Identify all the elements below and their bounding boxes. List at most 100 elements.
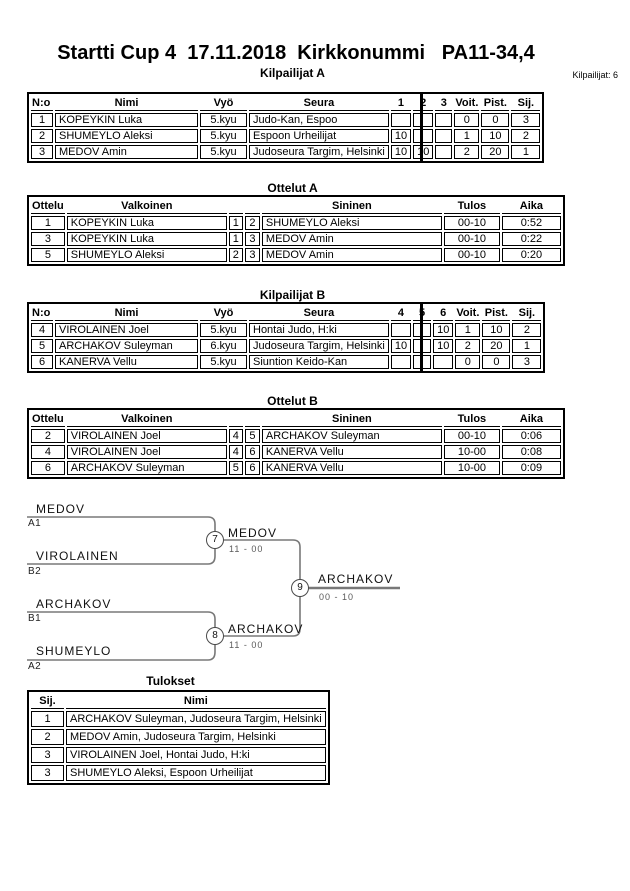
bracket-match-score: 00 - 10 [319,592,355,602]
cell-seura: Judoseura Targim, Helsinki [249,339,389,353]
table-row: 1 KOPEYKIN Luka 1 2 SHUMEYLO Aleksi 00-1… [31,216,561,230]
bracket-slot-name: ARCHAKOV [36,597,112,611]
page-title: Startti Cup 4 17.11.2018 Kirkkonummi PA1… [57,42,535,64]
cell-match-no: 4 [31,445,65,459]
cell-nimi: VIROLAINEN Joel [55,323,198,337]
col-header-4: 4 [390,306,412,321]
section-title-ottelut-b: Ottelut B [267,394,318,408]
cell-time: 0:20 [501,248,561,262]
cell-seura: Hontai Judo, H:ki [249,323,389,337]
cell-name: SHUMEYLO Aleksi, Espoon Urheilijat [66,765,326,781]
tulokset-table: Sij. Nimi 1 ARCHAKOV Suleyman, Judoseura… [27,690,330,785]
cell-vyo: 5.kyu [200,323,247,337]
cell-pist: 0 [481,113,510,127]
col-header-voit: Voit. [455,307,481,321]
cell-no: 1 [31,113,53,127]
cell-seura: Judoseura Targim, Helsinki [249,145,389,159]
cell-r1: 10 [390,339,412,353]
cell-blue: KANERVA Vellu [261,461,442,475]
cell-blue: MEDOV Amin [261,232,442,246]
table-row: 2 MEDOV Amin, Judoseura Targim, Helsinki [31,729,326,745]
table-row: 3 VIROLAINEN Joel, Hontai Judo, H:ki [31,747,326,763]
cell-result: 00-10 [443,248,500,262]
cell-time: 0:52 [501,216,561,230]
cell-voit: 2 [455,339,481,353]
col-header-tulos: Tulos [443,199,500,214]
cell-r3: 10 [433,323,454,337]
col-header-tulos: Tulos [443,412,500,427]
cell-nimi: KOPEYKIN Luka [55,113,198,127]
cell-name: MEDOV Amin, Judoseura Targim, Helsinki [66,729,326,745]
col-header-vyo: Vyö [200,96,247,111]
section-title-kilpailijat-b: Kilpailijat B [259,288,326,302]
cell-blue: ARCHAKOV Suleyman [261,429,442,443]
table-row: 1 ARCHAKOV Suleyman, Judoseura Targim, H… [31,711,326,727]
section-title-tulokset: Tulokset [146,674,195,688]
group-divider [420,92,423,163]
col-header-sij: Sij. [31,694,64,709]
cell-nimi: MEDOV Amin [55,145,198,159]
cell-vyo: 5.kyu [200,145,247,159]
cell-r3 [435,113,453,127]
cell-r1: 10 [390,145,412,159]
col-header-aika: Aika [501,412,561,427]
cell-pist: 10 [481,129,510,143]
cell-time: 0:09 [501,461,561,475]
col-header-aika: Aika [501,199,561,214]
bracket-winner-name: ARCHAKOV [228,622,304,636]
bracket-match-score: 11 - 00 [229,640,264,650]
cell-seura: Espoon Urheilijat [249,129,389,143]
table-row: 2 VIROLAINEN Joel 4 5 ARCHAKOV Suleyman … [31,429,561,443]
cell-r1 [390,113,412,127]
col-header-no: N:o [31,96,53,111]
cell-no: 3 [31,145,53,159]
col-header-spacer2 [244,412,260,427]
cell-white: KOPEYKIN Luka [66,232,227,246]
match-number-circle: 8 [206,627,224,645]
cell-pist: 20 [481,145,510,159]
cell-voit: 0 [455,355,481,369]
cell-nimi: ARCHAKOV Suleyman [55,339,198,353]
cell-blue: MEDOV Amin [261,248,442,262]
table-row: 4 VIROLAINEN Joel 4 6 KANERVA Vellu 10-0… [31,445,561,459]
table-row: 5 SHUMEYLO Aleksi 2 3 MEDOV Amin 00-10 0… [31,248,561,262]
cell-white-no: 4 [228,445,243,459]
cell-vyo: 5.kyu [200,355,247,369]
bracket-slot-tag: B1 [28,613,42,624]
cell-match-no: 2 [31,429,65,443]
cell-r1 [390,323,412,337]
cell-blue: KANERVA Vellu [261,445,442,459]
cell-sij: 2 [512,323,542,337]
col-header-nimi: Nimi [55,306,198,321]
bracket-winner-name: ARCHAKOV [318,572,394,586]
cell-nimi: SHUMEYLO Aleksi [55,129,198,143]
bracket-slot-name: SHUMEYLO [36,644,112,658]
table-row: 3 KOPEYKIN Luka 1 3 MEDOV Amin 00-10 0:2… [31,232,561,246]
cell-place: 3 [31,747,64,763]
col-header-spacer1 [228,199,243,214]
cell-match-no: 3 [31,232,65,246]
cell-blue-no: 6 [244,445,260,459]
col-header-ottelu: Ottelu [31,413,65,427]
cell-white-no: 1 [228,216,243,230]
col-header-6: 6 [433,306,454,321]
bracket-slot-tag: A1 [28,518,42,529]
header-row: Sij. Nimi [31,694,326,709]
cell-voit: 1 [454,129,480,143]
kilpailijat-a-table: N:o Nimi Vyö Seura 1 2 3 Voit. Pist. Sij… [27,92,545,163]
cell-pist: 10 [482,323,511,337]
cell-r2 [413,129,434,143]
cell-match-no: 5 [31,248,65,262]
table-row: 1 KOPEYKIN Luka 5.kyu Judo-Kan, Espoo 0 … [31,113,541,127]
cell-no: 5 [31,339,53,353]
competitors-count: Kilpailijat: 6 [572,70,618,80]
table-row: 3 SHUMEYLO Aleksi, Espoon Urheilijat [31,765,326,781]
table-row: 6 ARCHAKOV Suleyman 5 6 KANERVA Vellu 10… [31,461,561,475]
cell-voit: 1 [455,323,481,337]
header-row: Ottelu Valkoinen Sininen Tulos Aika [31,199,561,214]
cell-white-no: 5 [228,461,243,475]
matches-table-b: Ottelu Valkoinen Sininen Tulos Aika 2 VI… [27,408,565,479]
col-header-sininen: Sininen [261,199,442,214]
cell-pist: 0 [482,355,511,369]
